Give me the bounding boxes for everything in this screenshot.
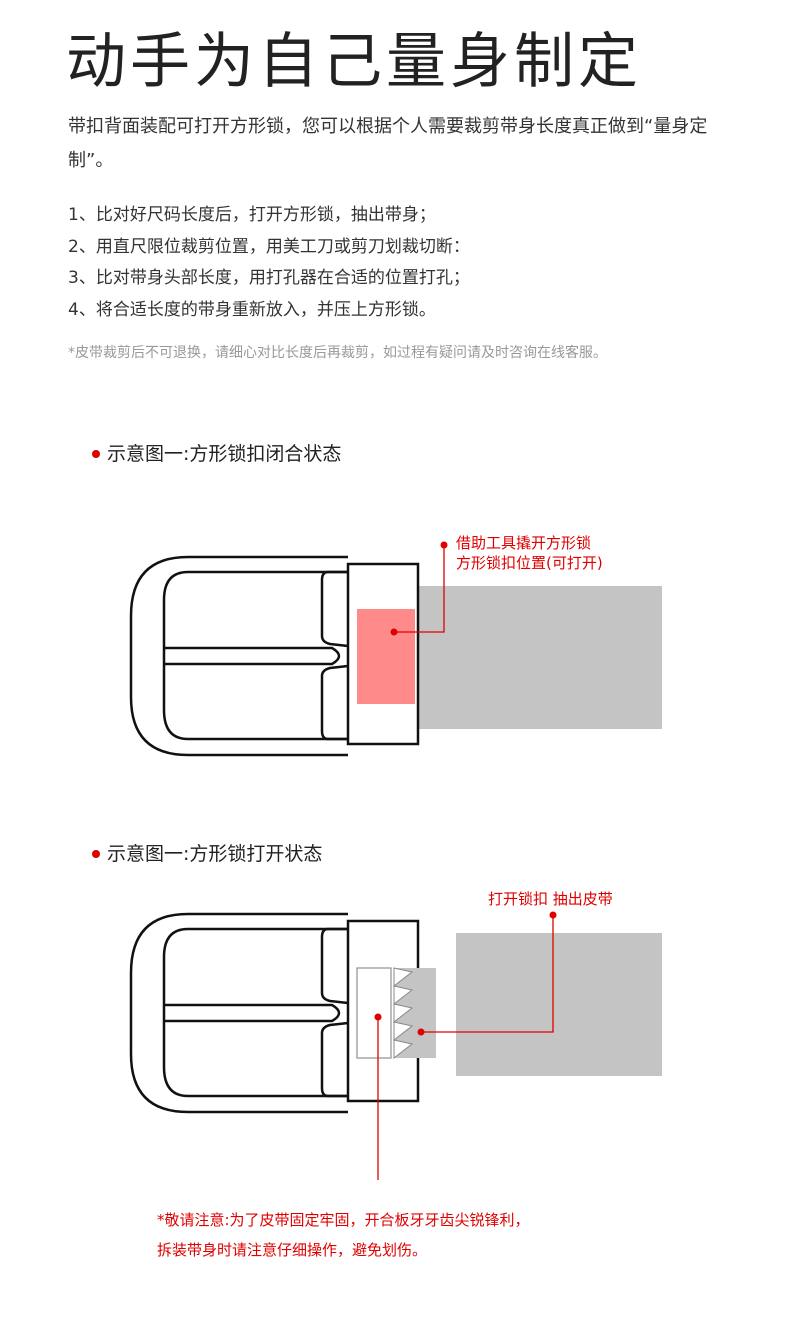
buckle-side-bar-upper <box>320 927 349 1005</box>
belt-strap <box>456 933 662 1076</box>
safety-warning-line1: *敬请注意:为了皮带固定牢固，开合板牙牙齿尖锐锋利， <box>157 1211 530 1229</box>
diagram2-callout: 打开锁扣 抽出皮带 <box>488 890 613 908</box>
disclaimer-note: *皮带裁剪后不可退换，请细心对比长度后再裁剪，如过程有疑问请及时咨询在线客服。 <box>68 345 607 361</box>
buckle-side-bar-lower <box>320 1021 349 1098</box>
callout-dot <box>440 541 448 549</box>
buckle-frame <box>129 912 348 1114</box>
buckle-side-bar-upper <box>320 570 349 648</box>
diagram2-open-buckle <box>129 911 662 1180</box>
safety-warning-line2: 拆装带身时请注意仔细操作，避免划伤。 <box>157 1241 428 1259</box>
buckle-prong <box>164 646 341 666</box>
bullet-dot-icon <box>92 850 100 858</box>
buckle-frame-inner <box>162 570 348 741</box>
lock-plate-open <box>356 967 392 1059</box>
lock-position-highlight <box>357 609 415 704</box>
diagram1-closed-buckle <box>129 541 662 757</box>
diagram1-callout-line2: 方形锁扣位置(可打开) <box>456 554 603 572</box>
belt-strap <box>414 586 662 729</box>
bullet-dot-icon <box>92 450 100 458</box>
diagram1-heading: 示意图一:方形锁扣闭合状态 <box>92 440 341 468</box>
buckle-side-bar-lower <box>320 664 349 741</box>
safety-warning: *敬请注意:为了皮带固定牢固，开合板牙牙齿尖锐锋利， 拆装带身时请注意仔细操作，… <box>157 1205 530 1265</box>
page-title: 动手为自己量身制定 <box>66 27 642 97</box>
step-item: 1、比对好尺码长度后，打开方形锁，抽出带身； <box>68 205 436 225</box>
step-list: 1、比对好尺码长度后，打开方形锁，抽出带身； 2、用直尺限位裁剪位置，用美工刀或… <box>68 200 748 326</box>
diagram1-heading-text: 示意图一:方形锁扣闭合状态 <box>107 443 342 465</box>
buckle-frame <box>129 555 348 757</box>
callout-line <box>394 545 445 633</box>
intro-paragraph: 带扣背面装配可打开方形锁，您可以根据个人需要裁剪带身长度真正做到“量身定制”。 <box>68 116 708 171</box>
step-item: 2、用直尺限位裁剪位置，用美工刀或剪刀划裁切断： <box>68 236 470 257</box>
diagram2-heading: 示意图一:方形锁打开状态 <box>92 840 322 868</box>
diagram2-heading-text: 示意图一:方形锁打开状态 <box>107 843 323 865</box>
step-item: 3、比对带身头部长度，用打孔器在合适的位置打孔； <box>68 268 470 288</box>
buckle-frame-inner <box>162 927 348 1098</box>
buckle-prong <box>164 1003 341 1023</box>
callout-dot <box>549 911 557 919</box>
step-item: 4、将合适长度的带身重新放入，并压上方形锁。 <box>68 299 436 320</box>
lock-teeth <box>392 967 414 1060</box>
callout-line <box>421 915 554 1033</box>
diagram1-callout-line1: 借助工具撬开方形锁 <box>456 534 592 552</box>
